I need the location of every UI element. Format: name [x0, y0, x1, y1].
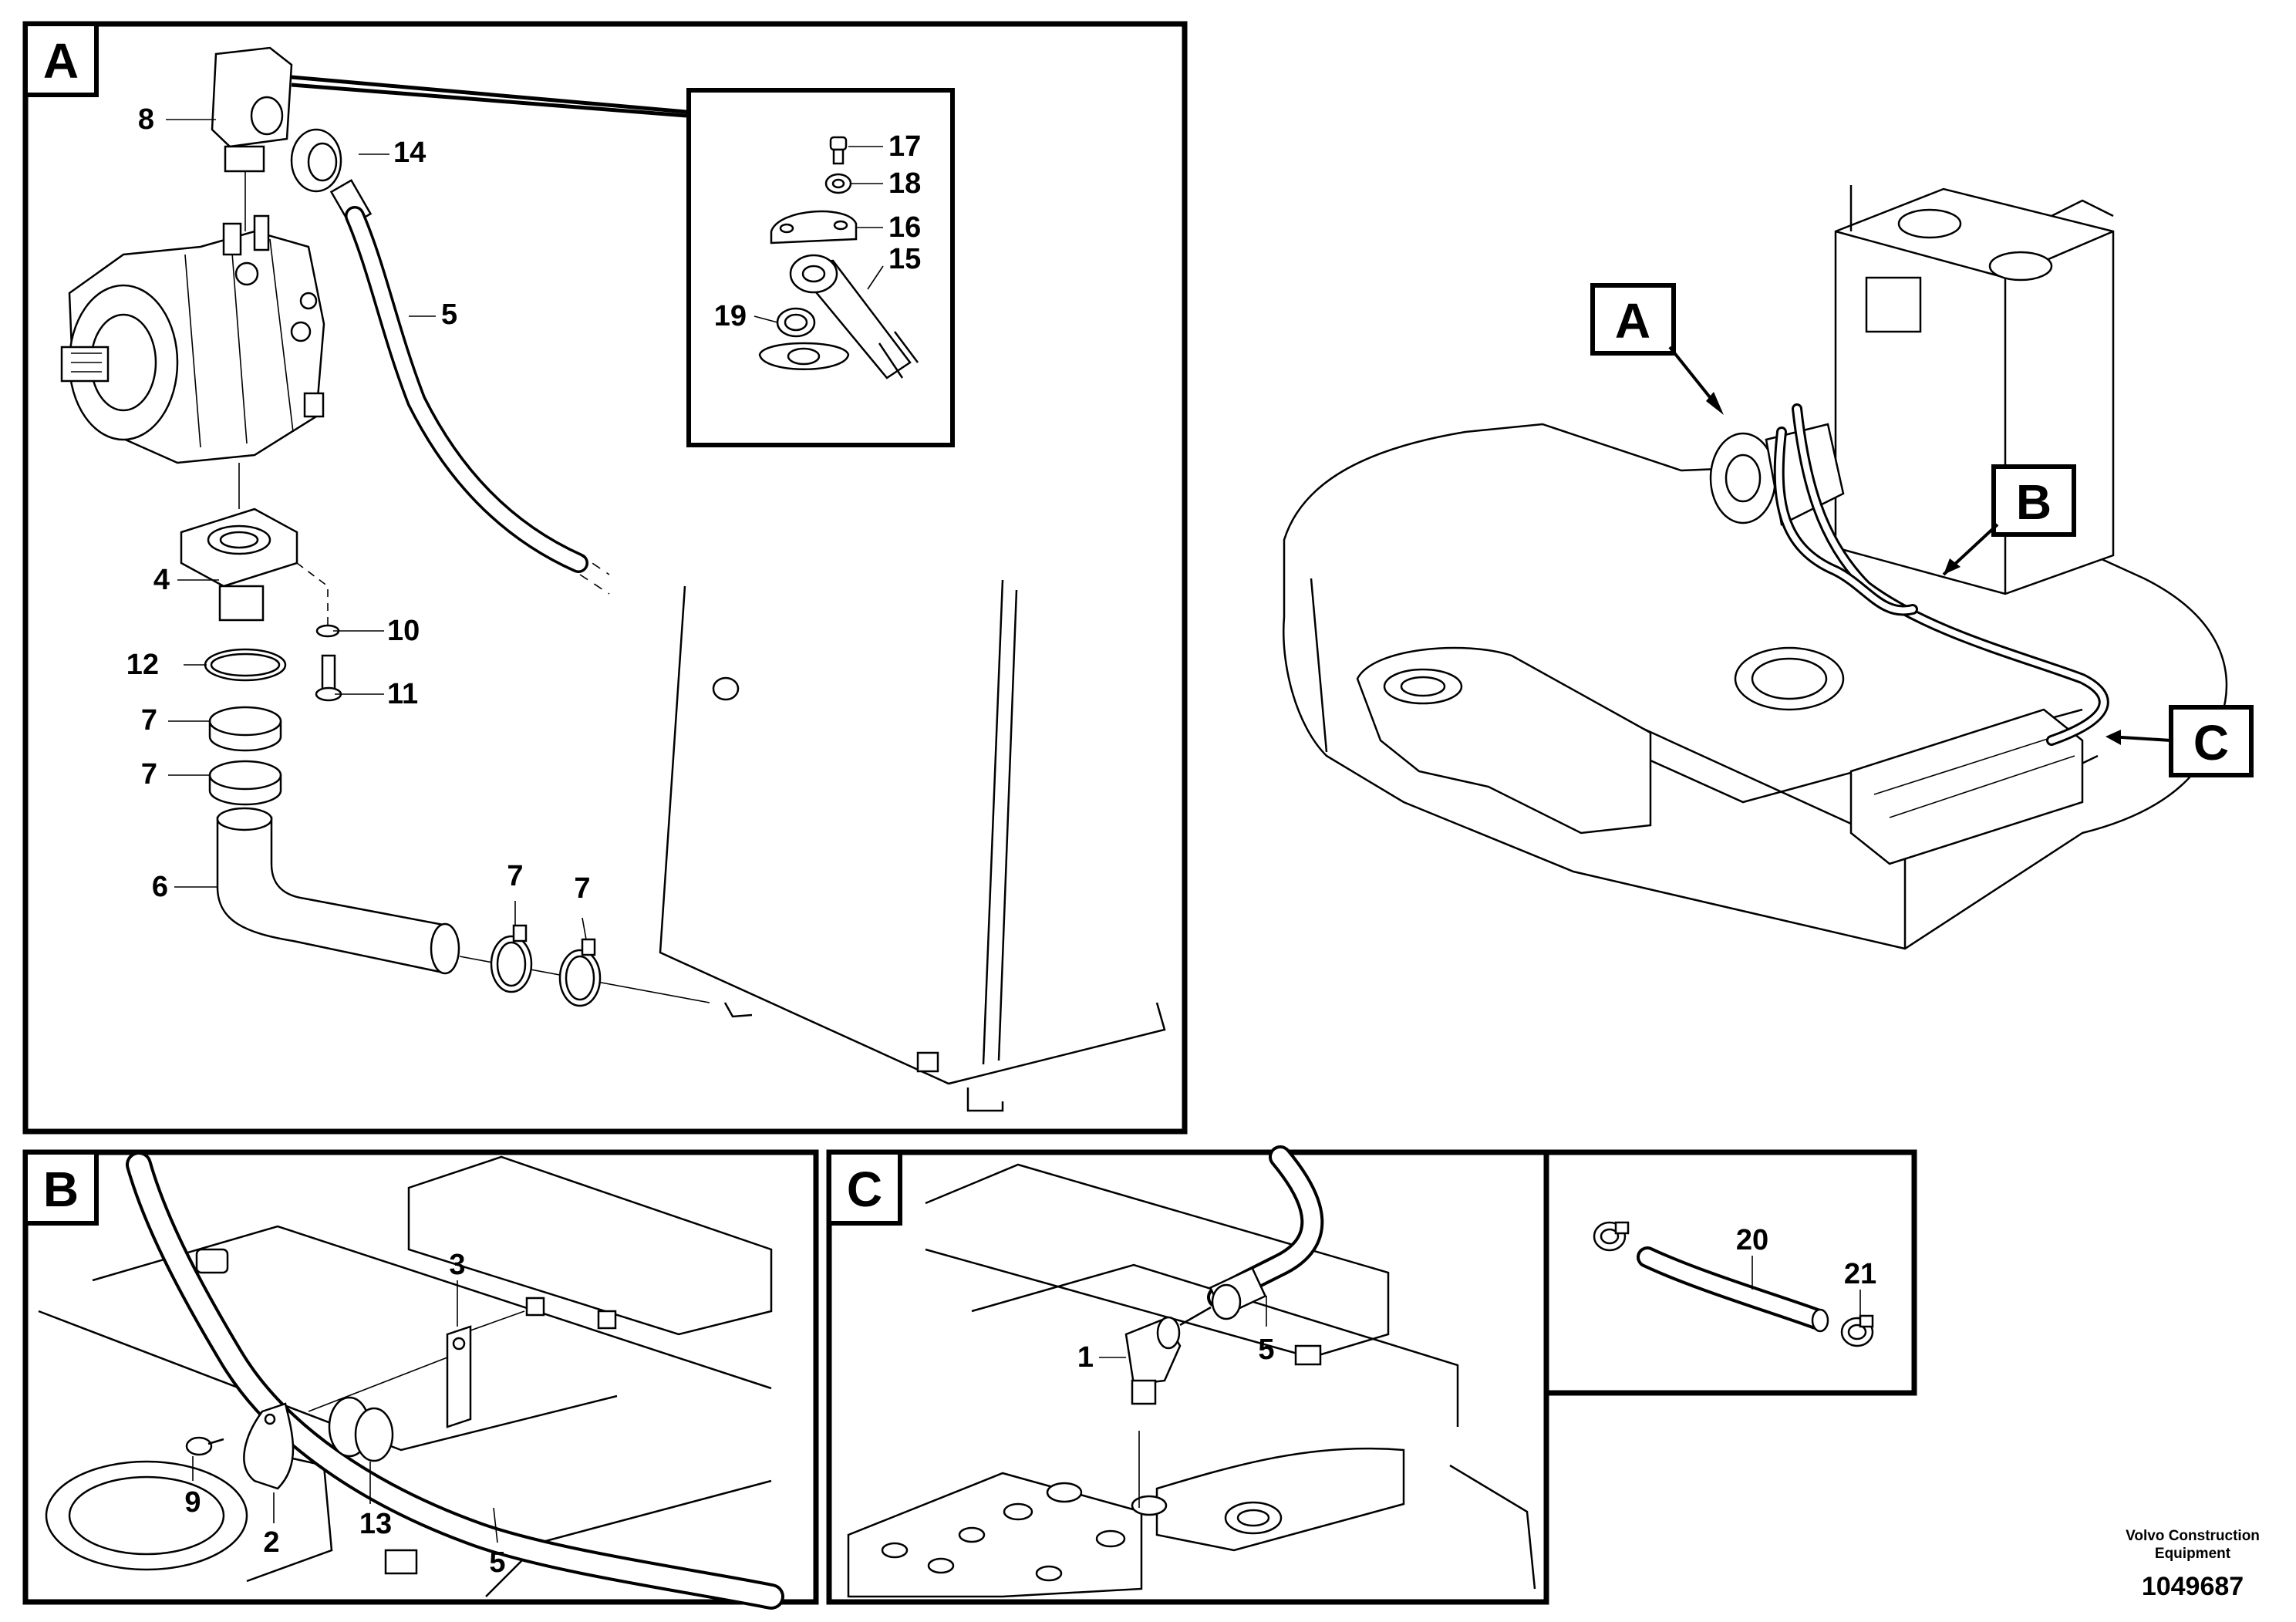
- part-19-o-ring: [776, 307, 816, 338]
- callout-8: 8: [138, 103, 154, 136]
- overview-tag-a: A: [1615, 293, 1650, 349]
- flange-detail-inset: 17 18 16 15 19: [291, 75, 955, 447]
- callout-18: 18: [888, 167, 921, 200]
- panel-c-frame-structure: [925, 1163, 1536, 1590]
- part-6-suction-hose: [216, 807, 710, 1003]
- part-11-bolt: [315, 654, 342, 702]
- part-1-elbow: [1124, 1316, 1182, 1405]
- callout-7-c: 7: [507, 860, 523, 892]
- kit-callout-21: 21: [1844, 1258, 1876, 1290]
- callout-7-b: 7: [141, 758, 157, 791]
- panel-a-tag: A: [43, 33, 79, 89]
- part-7-hose-clamp-right: [558, 938, 602, 1007]
- panel-c-control-valve: [847, 1431, 1168, 1598]
- callout-7-d: 7: [574, 872, 590, 905]
- panel-b-callout-13: 13: [359, 1508, 392, 1540]
- hose-5: [345, 206, 610, 595]
- hydraulic-pump: [60, 214, 325, 464]
- panel-b: B: [22, 1149, 819, 1610]
- overview-tag-b-box: [1991, 464, 2076, 537]
- panel-c-hose-5: [1179, 1145, 1324, 1327]
- kit-callout-20: 20: [1736, 1224, 1768, 1256]
- overview-control-valve: [1849, 708, 2084, 865]
- panel-b-tag-box: [23, 1150, 99, 1226]
- panel-c-tag: C: [847, 1162, 882, 1217]
- callout-7-a: 7: [141, 704, 157, 737]
- kit-panel: 20 21: [1543, 1149, 1917, 1396]
- part-17-screw: [829, 136, 848, 165]
- callout-17: 17: [888, 130, 921, 163]
- part-18-washer: [824, 173, 852, 194]
- callout-15: 15: [888, 243, 921, 275]
- part-3-bracket: [308, 1310, 525, 1428]
- overview-tag-b: B: [2016, 474, 2052, 530]
- part-2-clamp: [243, 1402, 295, 1490]
- panel-a-leaders: [166, 119, 587, 940]
- callout-5: 5: [441, 298, 457, 331]
- part-15-hose-flange: [789, 254, 919, 379]
- part-7-clamp-upper: [208, 706, 282, 752]
- drawing-footer: Volvo Construction Equipment 1049687: [2126, 1528, 2260, 1601]
- overview-tag-c-box: [2169, 705, 2254, 777]
- callout-12: 12: [126, 649, 159, 681]
- callout-4: 4: [153, 564, 170, 596]
- callout-19: 19: [714, 300, 747, 332]
- panel-b-hose-5: [126, 1152, 784, 1610]
- machine-overview: A B C: [1283, 185, 2254, 950]
- tank-outline: [659, 579, 1166, 1112]
- overview-tag-a-box: [1590, 283, 1676, 356]
- panel-b-frame-structure: [38, 1155, 773, 1597]
- overview-tag-c: C: [2193, 715, 2229, 771]
- part-12-o-ring: [204, 648, 287, 682]
- panel-b-callout-9: 9: [184, 1486, 201, 1519]
- panel-a: A: [22, 21, 1188, 1135]
- panel-a-callouts: 8 14 5 4 12 10 11 7 7 6 7 7: [126, 103, 591, 905]
- part-20-hose: [1637, 1246, 1829, 1333]
- callout-6: 6: [152, 871, 168, 903]
- part-21-clamp-right: [1840, 1314, 1874, 1347]
- panel-c-tag-box: [827, 1150, 902, 1226]
- panel-b-tag: B: [43, 1162, 79, 1217]
- callout-11: 11: [387, 678, 418, 710]
- panel-b-callout-5: 5: [489, 1546, 505, 1579]
- part-8-fitting: [211, 46, 293, 231]
- part-9-bolt: [185, 1436, 224, 1456]
- part-7-clamp-lower: [208, 760, 282, 806]
- part-7-hose-clamp-left: [490, 924, 533, 993]
- callout-16: 16: [888, 211, 921, 244]
- part-13-grommet: [328, 1396, 394, 1462]
- footer-company: Volvo Construction: [2126, 1528, 2260, 1544]
- panel-b-callout-2: 2: [263, 1526, 279, 1559]
- callout-10: 10: [387, 615, 420, 647]
- part-4-flange: [180, 463, 329, 625]
- part-16-flange-half: [770, 210, 858, 244]
- part-21-clamp-left: [1593, 1221, 1630, 1252]
- panel-c: C: [826, 1145, 1549, 1605]
- part-16-flange-lower: [758, 342, 850, 370]
- panel-a-tag-box: [23, 22, 99, 97]
- panel-c-callout-5: 5: [1258, 1334, 1274, 1366]
- footer-drawing-number: 1049687: [2142, 1572, 2244, 1601]
- footer-division: Equipment: [2155, 1546, 2231, 1562]
- callout-14: 14: [393, 137, 426, 169]
- panel-b-callout-3: 3: [449, 1249, 465, 1281]
- panel-c-callout-1: 1: [1077, 1341, 1094, 1374]
